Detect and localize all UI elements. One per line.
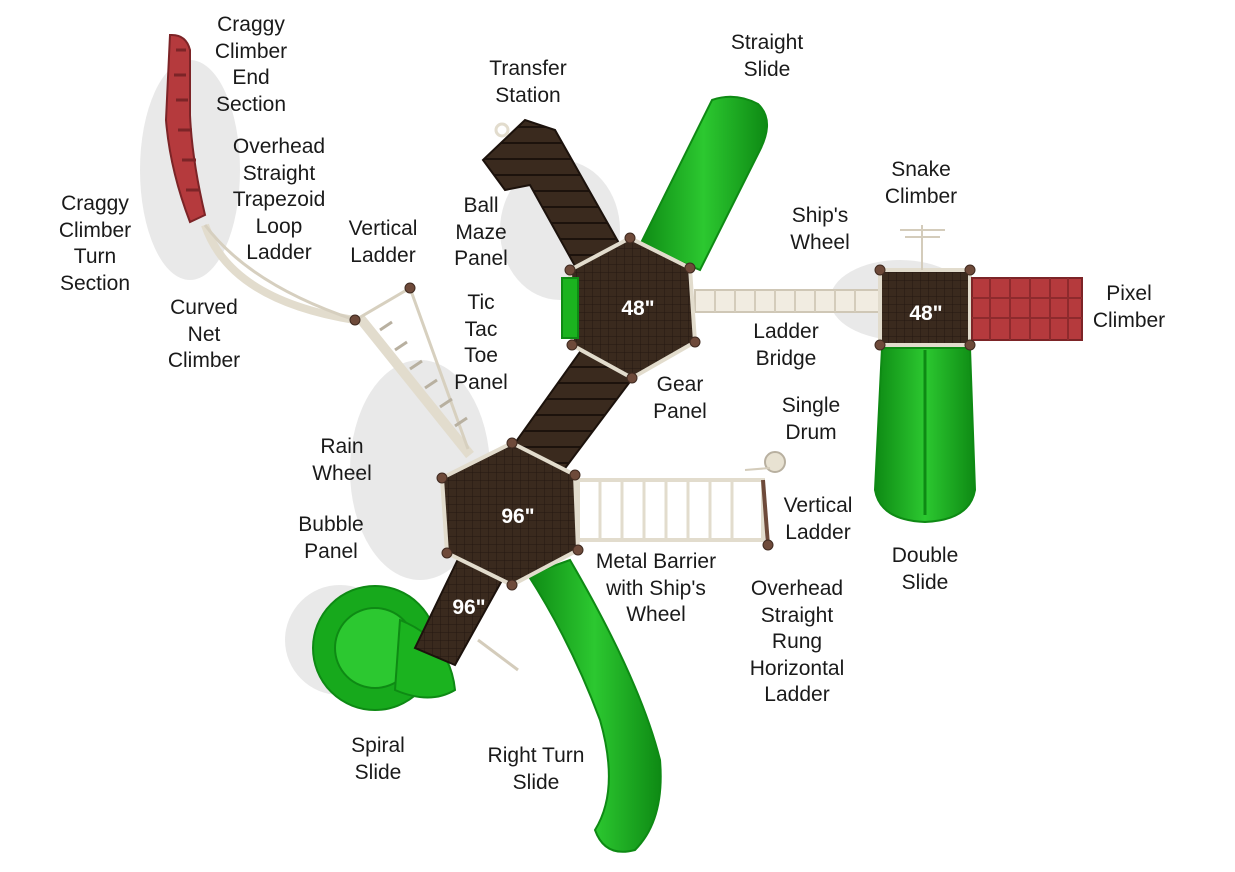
- label-overhead-straight-rung-horizontal-ladder: Overhead Straight Rung Horizontal Ladder: [749, 577, 845, 706]
- rect-deck-48: 48": [878, 268, 972, 347]
- hex-deck-96-label: 96": [501, 505, 534, 528]
- label-spiral-slide: Spiral Slide: [351, 734, 405, 784]
- label-single-drum: Single Drum: [781, 394, 841, 444]
- overhead-rung-ladder: [576, 478, 770, 546]
- label-transfer-station: Transfer Station: [489, 57, 567, 107]
- label-bubble-panel: Bubble Panel: [298, 513, 364, 563]
- label-craggy-climber-end-section: Craggy Climber End Section: [214, 13, 288, 116]
- label-straight-slide: Straight Slide: [730, 31, 804, 81]
- spiral-slide: [312, 585, 457, 711]
- label-ships-wheel: Ship's Wheel: [790, 204, 850, 254]
- rect-deck-48-label: 48": [909, 302, 942, 325]
- label-double-slide: Double Slide: [891, 544, 959, 594]
- spiral-deck-96-label: 96": [452, 596, 485, 619]
- snake-climber: [900, 225, 945, 270]
- label-rain-wheel: Rain Wheel: [312, 435, 372, 485]
- label-snake-climber: Snake Climber: [884, 158, 958, 208]
- vertical-ladder-left: [351, 286, 474, 459]
- single-drum: [744, 451, 786, 473]
- curved-net-climber: [201, 223, 356, 324]
- double-slide: [873, 347, 977, 524]
- pixel-climber: [971, 277, 1083, 341]
- label-gear-panel: Gear Panel: [653, 373, 707, 423]
- label-curved-net-climber: Curved Net Climber: [167, 296, 241, 372]
- spiral-deck-96: 96": [413, 553, 519, 672]
- label-ladder-bridge: Ladder Bridge: [753, 320, 819, 370]
- label-overhead-straight-trapezoid-loop-ladder: Overhead Straight Trapezoid Loop Ladder: [232, 135, 326, 264]
- craggy-climber: [164, 33, 207, 224]
- label-metal-barrier-with-ships-wheel: Metal Barrier with Ship's Wheel: [595, 550, 717, 626]
- label-tic-tac-toe-panel: Tic Tac Toe Panel: [454, 291, 508, 394]
- label-craggy-climber-turn-section: Craggy Climber Turn Section: [58, 192, 132, 295]
- straight-slide: [638, 95, 768, 272]
- label-pixel-climber: Pixel Climber: [1092, 282, 1166, 332]
- label-ball-maze-panel: Ball Maze Panel: [454, 194, 508, 270]
- label-vertical-ladder-left: Vertical Ladder: [348, 217, 418, 267]
- deck-posts: [349, 232, 976, 591]
- hex-deck-48-label: 48": [621, 297, 654, 320]
- label-right-turn-slide: Right Turn Slide: [487, 744, 585, 794]
- label-vertical-ladder-right: Vertical Ladder: [783, 494, 853, 544]
- ladder-bridge: [694, 289, 881, 313]
- right-turn-slide: [526, 558, 662, 853]
